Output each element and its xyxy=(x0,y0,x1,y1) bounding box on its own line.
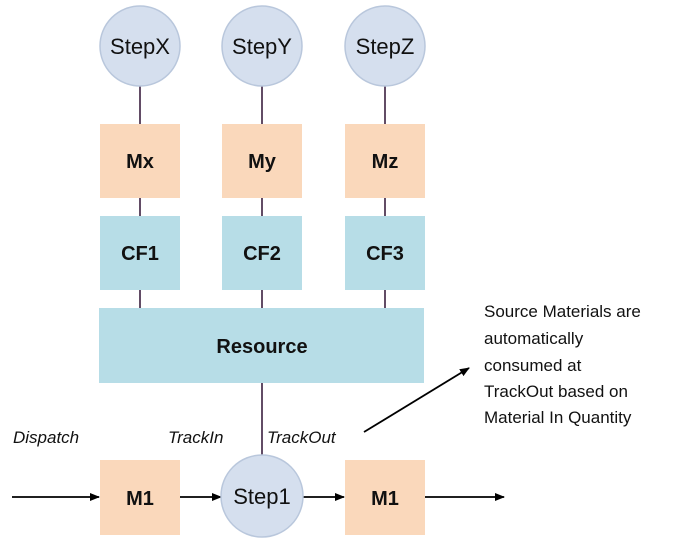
material-in-node: M1 xyxy=(100,460,180,535)
dispatch-label: Dispatch xyxy=(13,428,79,447)
top-materials: Mx My Mz xyxy=(100,124,425,198)
step-x-node: StepX xyxy=(99,5,181,87)
material-mz-node: Mz xyxy=(345,124,425,198)
carriers: CF1 CF2 CF3 xyxy=(100,216,425,290)
material-my-label: My xyxy=(248,151,277,173)
material-mz-label: Mz xyxy=(372,151,399,173)
consumption-note: Source Materials are automatically consu… xyxy=(484,302,641,427)
note-line-1: Source Materials are xyxy=(484,302,641,321)
step-y-node: StepY xyxy=(221,5,303,87)
material-in-label: M1 xyxy=(126,488,154,510)
carrier-cf3-node: CF3 xyxy=(345,216,425,290)
carrier-cf2-node: CF2 xyxy=(222,216,302,290)
arrow-to-note xyxy=(363,367,470,433)
note-line-2: automatically xyxy=(484,329,584,348)
note-line-5: Material In Quantity xyxy=(484,408,632,427)
material-out-label: M1 xyxy=(371,488,399,510)
step-z-node: StepZ xyxy=(344,5,426,87)
carrier-cf2-label: CF2 xyxy=(243,243,281,265)
step1-label: Step1 xyxy=(233,484,291,509)
material-my-node: My xyxy=(222,124,302,198)
resource-label: Resource xyxy=(216,336,307,358)
carrier-cf1-label: CF1 xyxy=(121,243,159,265)
resource-node: Resource xyxy=(99,308,424,383)
step1-node: Step1 xyxy=(220,454,304,538)
carrier-cf1-node: CF1 xyxy=(100,216,180,290)
step-z-label: StepZ xyxy=(356,34,415,59)
top-steps: StepX StepY StepZ xyxy=(99,5,426,87)
flow-arrows xyxy=(12,367,505,501)
note-line-4: TrackOut based on xyxy=(484,382,628,401)
material-mx-node: Mx xyxy=(100,124,180,198)
trackin-label: TrackIn xyxy=(168,428,223,447)
step-y-label: StepY xyxy=(232,34,292,59)
note-line-3: consumed at xyxy=(484,356,582,375)
trackout-label: TrackOut xyxy=(267,428,337,447)
step-x-label: StepX xyxy=(110,34,170,59)
carrier-cf3-label: CF3 xyxy=(366,243,404,265)
material-mx-label: Mx xyxy=(126,151,154,173)
material-out-node: M1 xyxy=(345,460,425,535)
